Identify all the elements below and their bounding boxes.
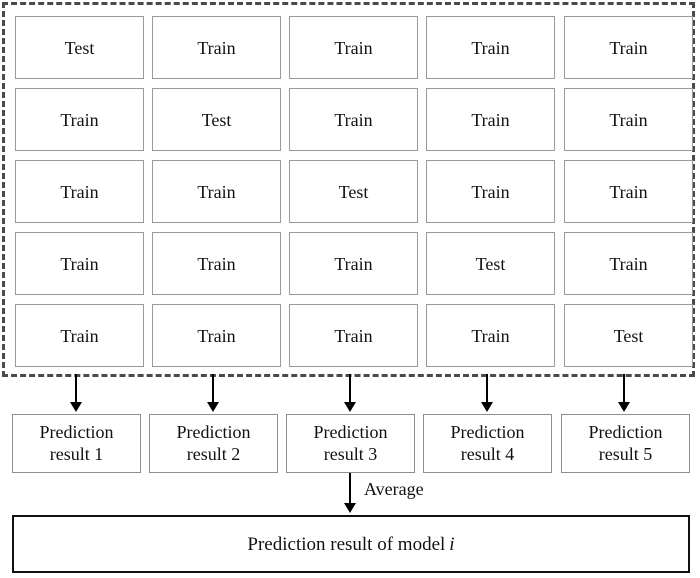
fold-row: Test Train Train Train Train — [15, 16, 695, 79]
fold-to-prediction-arrow-line — [75, 374, 77, 404]
fold-cell: Train — [426, 304, 555, 367]
prediction-result-line1: Prediction — [588, 421, 663, 442]
prediction-result-line1: Prediction — [313, 421, 388, 442]
fold-cell: Train — [426, 16, 555, 79]
fold-cell: Test — [426, 232, 555, 295]
fold-cell: Train — [289, 304, 418, 367]
prediction-result-box: Prediction result 2 — [149, 414, 278, 473]
fold-row: Train Train Test Train Train — [15, 160, 695, 223]
fold-cell: Test — [15, 16, 144, 79]
fold-cell: Train — [289, 16, 418, 79]
fold-row: Train Test Train Train Train — [15, 88, 695, 151]
prediction-result-box: Prediction result 5 — [561, 414, 690, 473]
fold-row: Train Train Train Train Test — [15, 304, 695, 367]
fold-cell: Train — [15, 88, 144, 151]
prediction-result-line2: result 4 — [460, 443, 515, 464]
fold-cell: Train — [15, 232, 144, 295]
fold-cell: Train — [289, 232, 418, 295]
fold-cell: Train — [152, 304, 281, 367]
fold-cell: Train — [15, 304, 144, 367]
fold-cell: Test — [289, 160, 418, 223]
fold-cell: Test — [564, 304, 693, 367]
fold-cell: Train — [289, 88, 418, 151]
fold-cell: Train — [152, 16, 281, 79]
fold-to-prediction-arrow-line — [212, 374, 214, 404]
fold-to-prediction-arrow-line — [349, 374, 351, 404]
prediction-result-line2: result 5 — [598, 443, 653, 464]
fold-cell: Train — [426, 160, 555, 223]
model-index-label: i — [449, 533, 455, 555]
average-arrow-head — [344, 503, 356, 513]
fold-cell: Train — [564, 16, 693, 79]
prediction-result-line1: Prediction — [39, 421, 114, 442]
fold-grid: Test Train Train Train Train Train Test … — [15, 16, 695, 367]
fold-to-prediction-arrow-head — [481, 402, 493, 412]
fold-to-prediction-arrow-line — [486, 374, 488, 404]
fold-to-prediction-arrow-head — [618, 402, 630, 412]
fold-cell: Train — [15, 160, 144, 223]
average-label: Average — [364, 479, 424, 499]
fold-cell: Train — [564, 160, 693, 223]
fold-cell: Test — [152, 88, 281, 151]
prediction-result-line1: Prediction — [176, 421, 251, 442]
cross-validation-container: Test Train Train Train Train Train Test … — [2, 2, 695, 377]
fold-cell: Train — [564, 88, 693, 151]
prediction-result-line1: Prediction — [450, 421, 525, 442]
prediction-result-line2: result 2 — [186, 443, 241, 464]
prediction-result-box: Prediction result 3 — [286, 414, 415, 473]
fold-cell: Train — [426, 88, 555, 151]
fold-cell: Train — [564, 232, 693, 295]
fold-to-prediction-arrow-line — [623, 374, 625, 404]
average-arrow-line — [349, 473, 351, 505]
fold-cell: Train — [152, 232, 281, 295]
prediction-result-box: Prediction result 4 — [423, 414, 552, 473]
fold-to-prediction-arrow-head — [70, 402, 82, 412]
prediction-result-line2: result 3 — [323, 443, 378, 464]
fold-cell: Train — [152, 160, 281, 223]
fold-to-prediction-arrow-head — [344, 402, 356, 412]
prediction-result-box: Prediction result 1 — [12, 414, 141, 473]
prediction-result-line2: result 1 — [49, 443, 104, 464]
fold-row: Train Train Train Test Train — [15, 232, 695, 295]
final-result-text: Prediction result of model — [247, 533, 446, 555]
fold-to-prediction-arrow-head — [207, 402, 219, 412]
